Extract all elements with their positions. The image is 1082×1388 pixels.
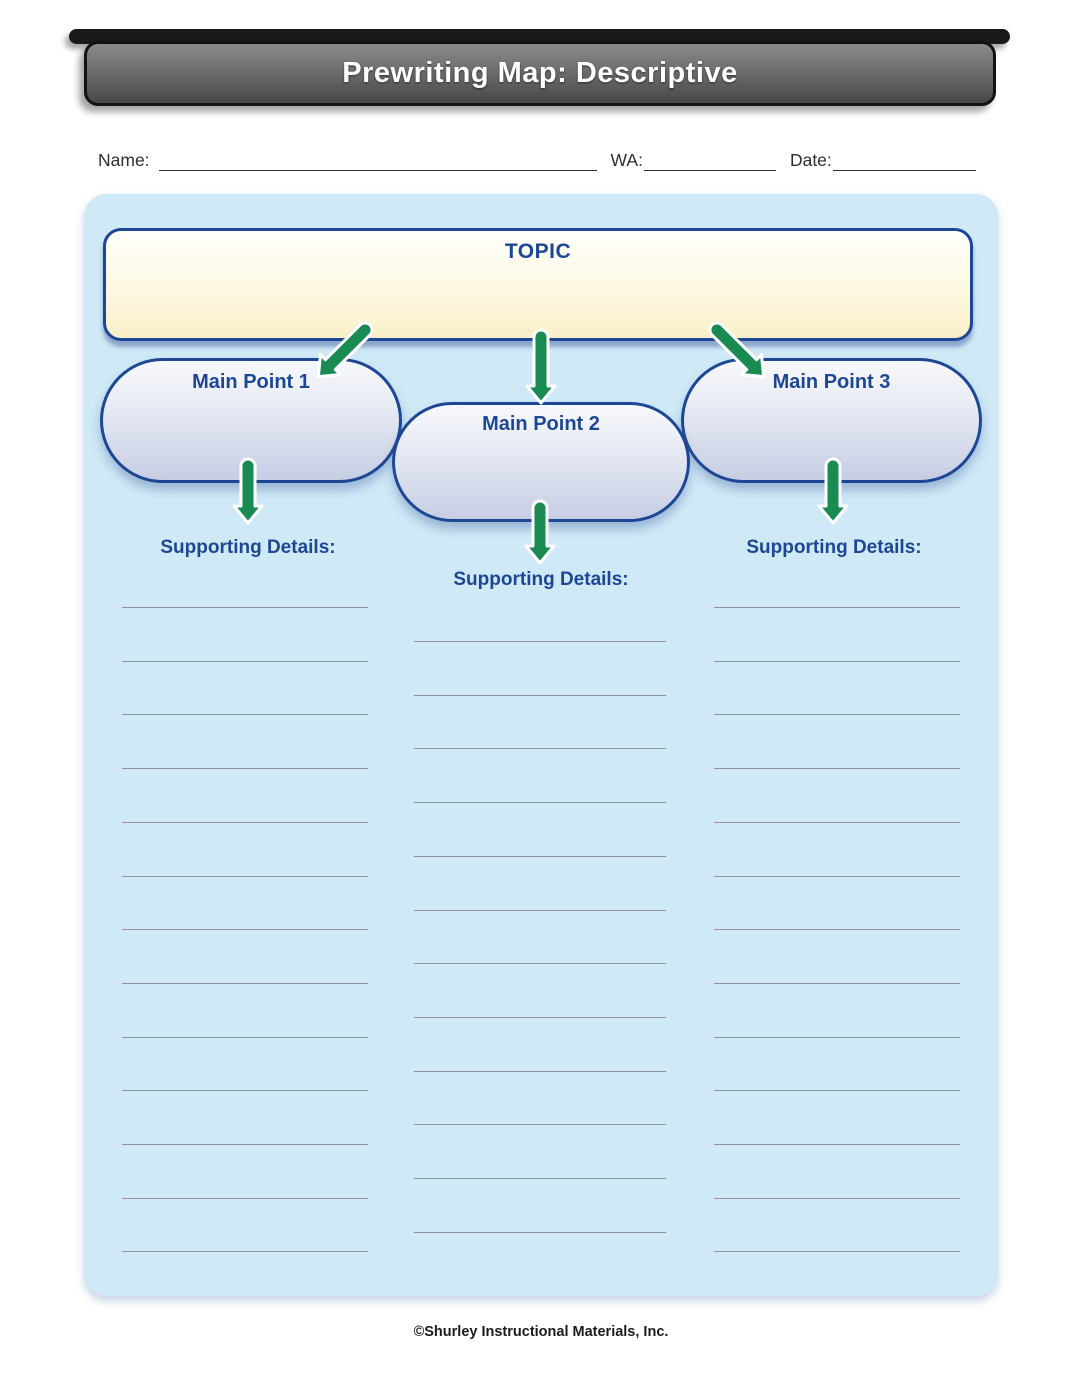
write-line [714,1144,960,1145]
write-line [714,821,960,823]
write-line [414,802,666,804]
topic-label: TOPIC [504,240,572,263]
write-line [122,660,368,662]
write-line [414,1231,666,1233]
write-line [714,607,960,608]
name-label: Name: [98,150,150,170]
supporting-lines-column-3 [714,607,960,1267]
write-line [714,1251,960,1253]
write-line [714,768,960,770]
main-point-2-label: Main Point 2 [482,413,600,435]
wa-label: WA: [610,150,643,170]
supporting-details-label-1: Supporting Details: [160,537,336,558]
write-line [122,1036,368,1038]
main-point-3-box: Main Point 3 [681,358,982,483]
topic-box: TOPIC [103,228,973,341]
write-line [122,1251,368,1253]
copyright-text: ©Shurley Instructional Materials, Inc. [413,1324,669,1340]
page-title: Prewriting Map: Descriptive [342,57,738,89]
supporting-details-label-2: Supporting Details: [453,569,629,590]
write-line [122,982,368,984]
header-title-bar: Prewriting Map: Descriptive [84,41,996,106]
write-line [414,963,666,965]
write-line [414,641,666,642]
date-label: Date: [789,150,832,170]
write-line [122,929,368,931]
arrow-down-left-icon [316,321,374,379]
write-line [414,855,666,857]
main-point-1-label: Main Point 1 [192,371,310,393]
arrow-down-icon [232,457,264,525]
write-line [122,875,368,877]
write-line [714,714,960,716]
write-line [714,1090,960,1092]
supporting-details-label-3: Supporting Details: [746,537,922,558]
write-line [122,1144,368,1145]
name-field [158,150,597,171]
write-line [122,821,368,823]
arrow-down-icon [525,328,557,405]
write-line [414,748,666,750]
write-line [714,929,960,931]
write-line [714,1036,960,1038]
write-line [714,1197,960,1199]
wa-field [643,150,776,171]
arrow-down-icon [817,457,849,525]
student-info-row: Name: WA: Date: [98,144,976,171]
write-line [714,875,960,877]
write-line [414,1070,666,1072]
date-field [832,150,976,171]
write-line [414,1016,666,1018]
write-line [122,1090,368,1092]
write-line [414,909,666,911]
write-line [414,1124,666,1126]
supporting-lines-column-2 [414,641,666,1251]
write-line [414,1178,666,1179]
header-top-bar [69,29,1010,44]
write-line [714,982,960,984]
write-line [414,694,666,696]
main-point-3-label: Main Point 3 [772,371,891,393]
write-line [714,660,960,662]
supporting-lines-column-1 [122,607,368,1267]
write-line [122,607,368,608]
write-line [122,1197,368,1199]
arrow-down-right-icon [708,321,766,379]
arrow-down-icon [524,499,556,565]
write-line [122,768,368,770]
write-line [122,714,368,716]
